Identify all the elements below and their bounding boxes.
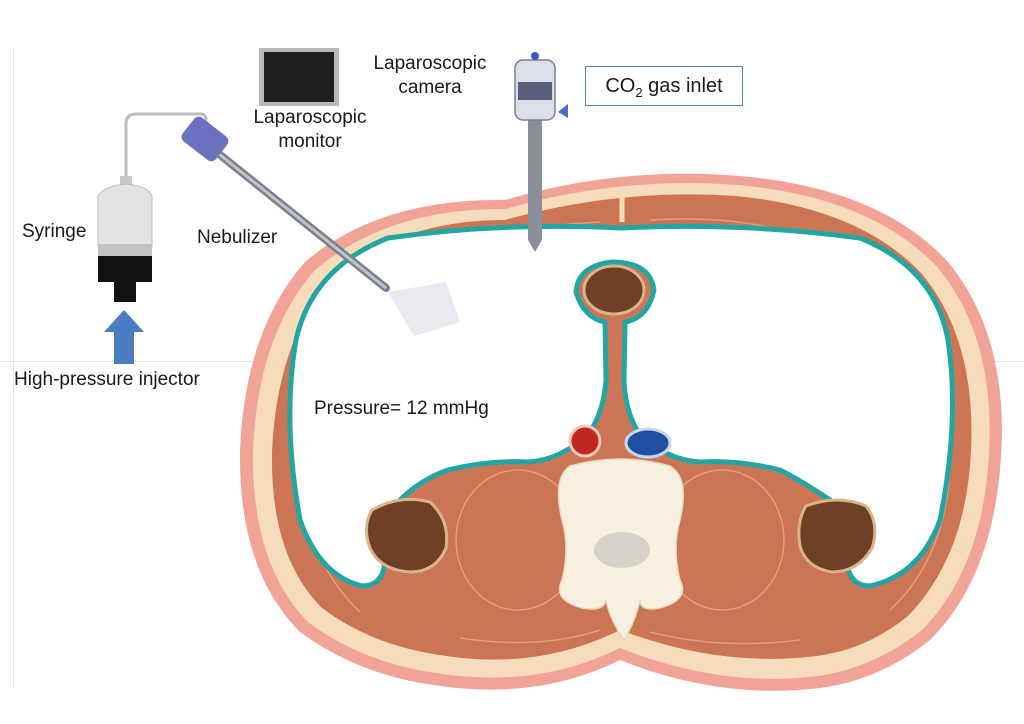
bowel-loop [582, 264, 646, 316]
right-kidney [797, 498, 877, 574]
grid-line-vertical [13, 48, 14, 688]
vertebral-canal [594, 532, 650, 568]
monitor-label-line2: monitor [278, 131, 342, 152]
camera-label-line2: camera [398, 77, 462, 98]
camera-label-line1: Laparoscopic [373, 53, 487, 74]
injector-arrow-icon [104, 310, 144, 364]
monitor-icon [259, 48, 339, 106]
left-kidney [365, 497, 449, 574]
nebulizer-icon [181, 116, 460, 336]
co2-subscript: 2 [635, 85, 643, 100]
co2-gas-inlet-label: CO2 gas inlet [585, 66, 743, 106]
syringe-icon [97, 112, 208, 302]
laparoscopic-camera-label: Laparoscopic camera [368, 52, 492, 100]
monitor-label-line1: Laparoscopic [253, 107, 367, 128]
aerosol-spray [388, 282, 460, 336]
aorta [568, 424, 602, 458]
syringe-label: Syringe [22, 221, 87, 242]
laparoscopic-monitor-label: Laparoscopic monitor [240, 106, 380, 154]
co2-suffix: gas inlet [642, 75, 723, 97]
camera-icon [514, 52, 568, 252]
inferior-vena-cava [624, 427, 672, 459]
nebulizer-label: Nebulizer [197, 227, 278, 248]
co2-prefix: CO [605, 75, 636, 97]
pressure-label: Pressure= 12 mmHg [314, 398, 489, 419]
abdomen-cross-section [239, 173, 1002, 691]
injector-label: High-pressure injector [14, 369, 200, 390]
